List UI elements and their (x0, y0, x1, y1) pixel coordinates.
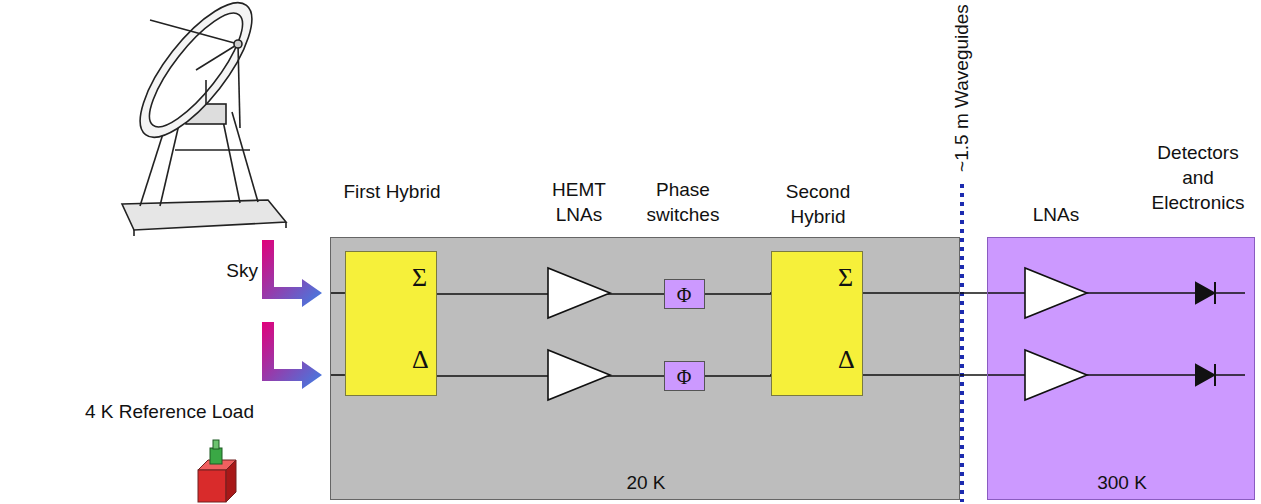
column-heading: LNAs (1016, 202, 1096, 227)
signal-line (330, 374, 344, 376)
port-symbol: Δ (838, 346, 860, 374)
sky-input-arrow (262, 240, 322, 307)
amplifier-symbol (548, 350, 610, 400)
telescope-illustration (122, 0, 286, 236)
diode-symbol (1214, 364, 1216, 386)
port-symbol: Δ (412, 346, 434, 374)
diode-symbol (1196, 283, 1214, 303)
warm-300k-fill (987, 237, 1255, 500)
reference-input-arrow (262, 322, 322, 389)
amplifier-symbol (1025, 350, 1087, 400)
amplifier-symbol (1025, 268, 1087, 318)
box-heading: First Hybrid (337, 179, 447, 204)
warm-stage-box: 300 K (987, 237, 1255, 500)
port-symbol: Σ (838, 264, 860, 292)
signal-connector (705, 293, 771, 295)
phase-switch-box: Φ (664, 361, 705, 391)
cryo-20k-fill (330, 237, 960, 500)
stage-temperature: 20 K (331, 470, 961, 495)
column-heading: Phase switches (626, 177, 740, 227)
phase-switch-box: Φ (664, 279, 705, 309)
input-label: 4 K Reference Load (4, 399, 254, 424)
cryo-stage-box: 20 KFirst HybridΣΔΦΦSecond HybridΣΔ (330, 237, 960, 500)
amplifier-symbol (548, 268, 610, 318)
column-heading: HEMT LNAs (538, 177, 620, 227)
diode-symbol (1196, 365, 1214, 385)
input-label: Sky (200, 258, 258, 283)
waveguide-boundary (960, 184, 964, 502)
port-symbol: Φ (665, 363, 703, 391)
boundary-label: ~1.5 m Waveguides (950, 0, 974, 178)
reference-load-icon (198, 440, 236, 502)
signal-connector (705, 375, 771, 377)
column-heading: Detectors and Electronics (1139, 140, 1257, 215)
stage-temperature: 300 K (988, 470, 1256, 495)
box-heading: Second Hybrid (763, 179, 873, 229)
port-symbol: Σ (412, 264, 434, 292)
diode-symbol (1214, 282, 1216, 304)
port-symbol: Φ (665, 281, 703, 309)
signal-line (330, 292, 344, 294)
hybrid-box: First HybridΣΔ (345, 251, 437, 396)
hybrid-box: Second HybridΣΔ (771, 251, 863, 396)
